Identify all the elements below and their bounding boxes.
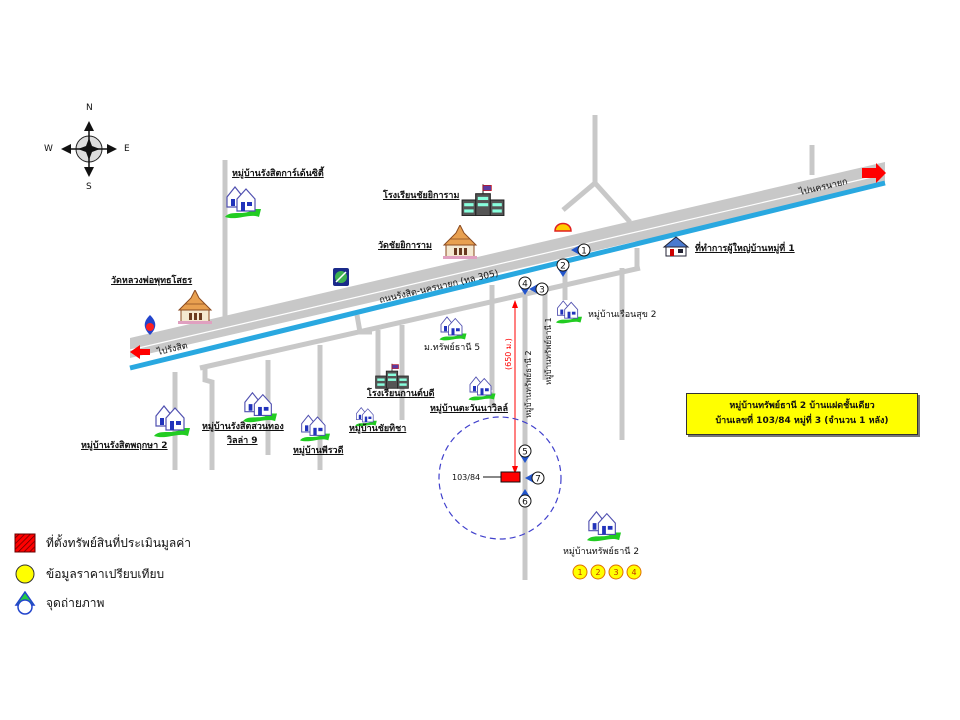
photo-point-marker[interactable]: 4 [518, 276, 532, 295]
photo-point-circle [577, 243, 591, 257]
photo-point-circle [535, 282, 549, 296]
bangchak-gas-station-icon [333, 268, 349, 286]
comparable-marker[interactable]: 1 [572, 564, 588, 580]
photo-point-icon [14, 591, 36, 615]
photo-direction-icon [529, 284, 538, 294]
photo-point-marker[interactable]: 6 [518, 489, 532, 508]
photo-point-number: 5 [522, 448, 528, 458]
village-icon [242, 391, 278, 423]
place-label: หมู่บ้านตะวันนาวิลล์ [430, 404, 508, 414]
ptt-gas-station-icon [144, 315, 156, 335]
comparable-number: 3 [613, 568, 618, 577]
photo-point-circle [518, 444, 532, 458]
arrow-east-icon [862, 163, 886, 183]
radius-circle [438, 416, 562, 540]
side-streets [172, 115, 815, 580]
village-icon [299, 414, 331, 442]
place-label: หมู่บ้านรังสิตการ์เด้นซิตี้ [232, 169, 324, 179]
legend-subject-property: ที่ตั้งทรัพย์สินที่ประเมินมูลค่า [14, 532, 191, 554]
photo-point-number: 4 [522, 280, 528, 290]
shell-gas-station-icon [554, 222, 572, 232]
comparable-number: 1 [577, 568, 582, 577]
temple-icon [442, 225, 478, 259]
place-label: หมู่บ้านพีรวดี [293, 446, 344, 456]
place-label: หมู่บ้านรังสิตพฤกษา 2 [81, 441, 168, 451]
photo-point-marker[interactable]: 2 [556, 258, 570, 277]
village-headman-office-icon [662, 236, 690, 257]
property-info-box: หมู่บ้านทรัพย์ธานี 2 บ้านแฝดชั้นเดียว บ้… [686, 393, 918, 435]
photo-point-marker[interactable]: 3 [529, 282, 549, 296]
legend-photo-label: จุดถ่ายภาพ [46, 595, 105, 610]
village-icon [223, 185, 263, 219]
photo-point-number: 1 [581, 247, 587, 257]
comparable-circle [590, 564, 606, 580]
village-icon [152, 404, 192, 438]
photo-point-number: 3 [539, 286, 545, 296]
main-road [129, 162, 886, 371]
place-label: หมู่บ้านเรือนสุข 2 [588, 310, 657, 320]
legend-subject-label: ที่ตั้งทรัพย์สินที่ประเมินมูลค่า [46, 535, 192, 550]
village-icon [438, 316, 468, 341]
distance-label: (650 ม.) [504, 338, 513, 370]
photo-point-marker[interactable]: 1 [571, 243, 591, 257]
place-label: วัดชัยยิการาม [378, 241, 432, 251]
temple-icon [177, 290, 213, 324]
soi-sap-thani-2-label: หมู่บ้านทรัพย์ธานี 2 [523, 350, 534, 418]
place-label: หมู่บ้านทรัพย์ธานี 2 [563, 547, 640, 557]
compass-rose-icon [61, 121, 117, 177]
subject-property-marker[interactable] [500, 471, 521, 483]
place-label: ที่ทำการผู้ใหญ่บ้านหมู่ที่ 1 [695, 244, 795, 254]
place-label: หมู่บ้านชัยทิชา [349, 424, 407, 434]
hatched-red-square-icon [14, 533, 36, 553]
photo-point-number: 6 [522, 498, 528, 508]
photo-point-number: 7 [535, 475, 541, 485]
comparable-markers: 1 2 3 4 [572, 564, 642, 580]
photo-direction-icon [525, 473, 534, 483]
comparable-marker[interactable]: 4 [626, 564, 642, 580]
comparable-circle [572, 564, 588, 580]
info-line-1: หมู่บ้านทรัพย์ธานี 2 บ้านแฝดชั้นเดียว [729, 401, 875, 411]
distance-arrow [512, 300, 518, 474]
village-icon [586, 510, 622, 542]
comparable-number: 2 [595, 568, 600, 577]
photo-point-marker[interactable]: 5 [518, 444, 532, 463]
compass-west-label: W [44, 144, 53, 154]
photo-point-number: 2 [560, 262, 566, 272]
legend-photo-point: จุดถ่ายภาพ [14, 591, 105, 615]
comparable-number: 4 [631, 568, 636, 577]
place-label: โรงเรียนกานต์บดี [367, 389, 435, 399]
photo-point-marker[interactable]: 7 [525, 471, 545, 485]
photo-point-circle [556, 258, 570, 272]
compass-north-label: N [86, 103, 93, 113]
comparable-circle [626, 564, 642, 580]
yellow-circle-icon [15, 564, 35, 584]
info-line-2: บ้านเลขที่ 103/84 หมู่ที่ 3 (จำนวน 1 หลั… [715, 416, 889, 426]
comparable-marker[interactable]: 3 [608, 564, 624, 580]
compass-east-label: E [124, 144, 130, 154]
comparable-circle [608, 564, 624, 580]
photo-point-circle [531, 471, 545, 485]
photo-points: 1 2 3 4 5 6 7 [518, 243, 591, 508]
comparable-marker[interactable]: 2 [590, 564, 606, 580]
photo-point-circle [518, 494, 532, 508]
arrow-west-icon [130, 345, 150, 359]
photo-point-circle [518, 276, 532, 290]
soi-sap-thani-1-label: หมู่บ้านทรัพย์ธานี 1 [543, 317, 554, 385]
place-label: วัดหลวงพ่อพุทธโสธร [111, 276, 193, 286]
village-icon [555, 300, 583, 324]
subject-plot-label: 103/84 [452, 473, 480, 482]
school-icon [461, 184, 505, 216]
place-label: หมู่บ้านรังสิตสวนทอง [202, 422, 284, 432]
place-label: วิลล่า 9 [227, 436, 258, 446]
place-label: โรงเรียนชัยยิการาม [383, 191, 460, 201]
place-label: ม.ทรัพย์ธานี 5 [424, 343, 481, 353]
compass-south-label: S [86, 182, 92, 192]
legend-comparable: ข้อมูลราคาเปรียบเทียบ [14, 563, 164, 585]
legend-comparable-label: ข้อมูลราคาเปรียบเทียบ [46, 566, 165, 581]
photo-direction-icon [571, 245, 580, 255]
